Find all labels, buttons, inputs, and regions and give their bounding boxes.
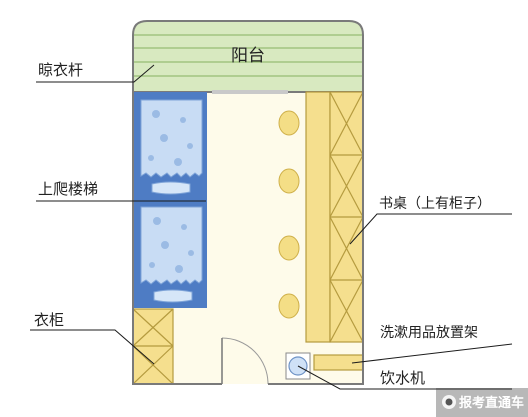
stool-2 <box>278 168 300 194</box>
watermark-text: 报考直通车 <box>459 395 524 411</box>
balcony-label: 阳台 <box>231 46 265 66</box>
mattress-top-pattern <box>148 110 193 166</box>
balcony <box>133 21 363 92</box>
desk-cabinet-cross <box>329 91 364 343</box>
pillow-bottom <box>153 289 193 303</box>
leader-wardrobe <box>30 329 155 365</box>
wardrobe-cross <box>132 308 174 385</box>
mattress-bottom <box>140 206 203 285</box>
stools <box>278 110 300 319</box>
wardrobe-label: 衣柜 <box>34 311 64 329</box>
leader-wash-shelf <box>351 343 513 364</box>
stool-1 <box>278 110 300 136</box>
pillow-top <box>151 181 191 195</box>
leader-lines <box>30 64 513 390</box>
balcony-lines <box>133 34 363 77</box>
stool-3 <box>278 235 300 261</box>
mattress-top <box>140 99 203 178</box>
watermark-logo-icon <box>442 395 456 409</box>
leader-water-dispenser <box>297 365 512 390</box>
stool-4 <box>278 293 300 319</box>
mattress-bottom-pattern <box>149 217 194 273</box>
leader-drying-rack <box>36 64 155 83</box>
drying-rack-label: 晾衣杆 <box>38 61 83 79</box>
desk <box>305 91 331 343</box>
water-dispenser-label: 饮水机 <box>380 369 425 387</box>
wash-shelf-label: 洗漱用品放置架 <box>380 325 478 341</box>
desk-label: 书桌（上有柜子） <box>379 196 491 212</box>
ladder-label: 上爬楼梯 <box>38 180 98 198</box>
door-swing <box>221 337 269 385</box>
leader-desk <box>349 213 512 245</box>
outer-walls <box>132 20 364 385</box>
